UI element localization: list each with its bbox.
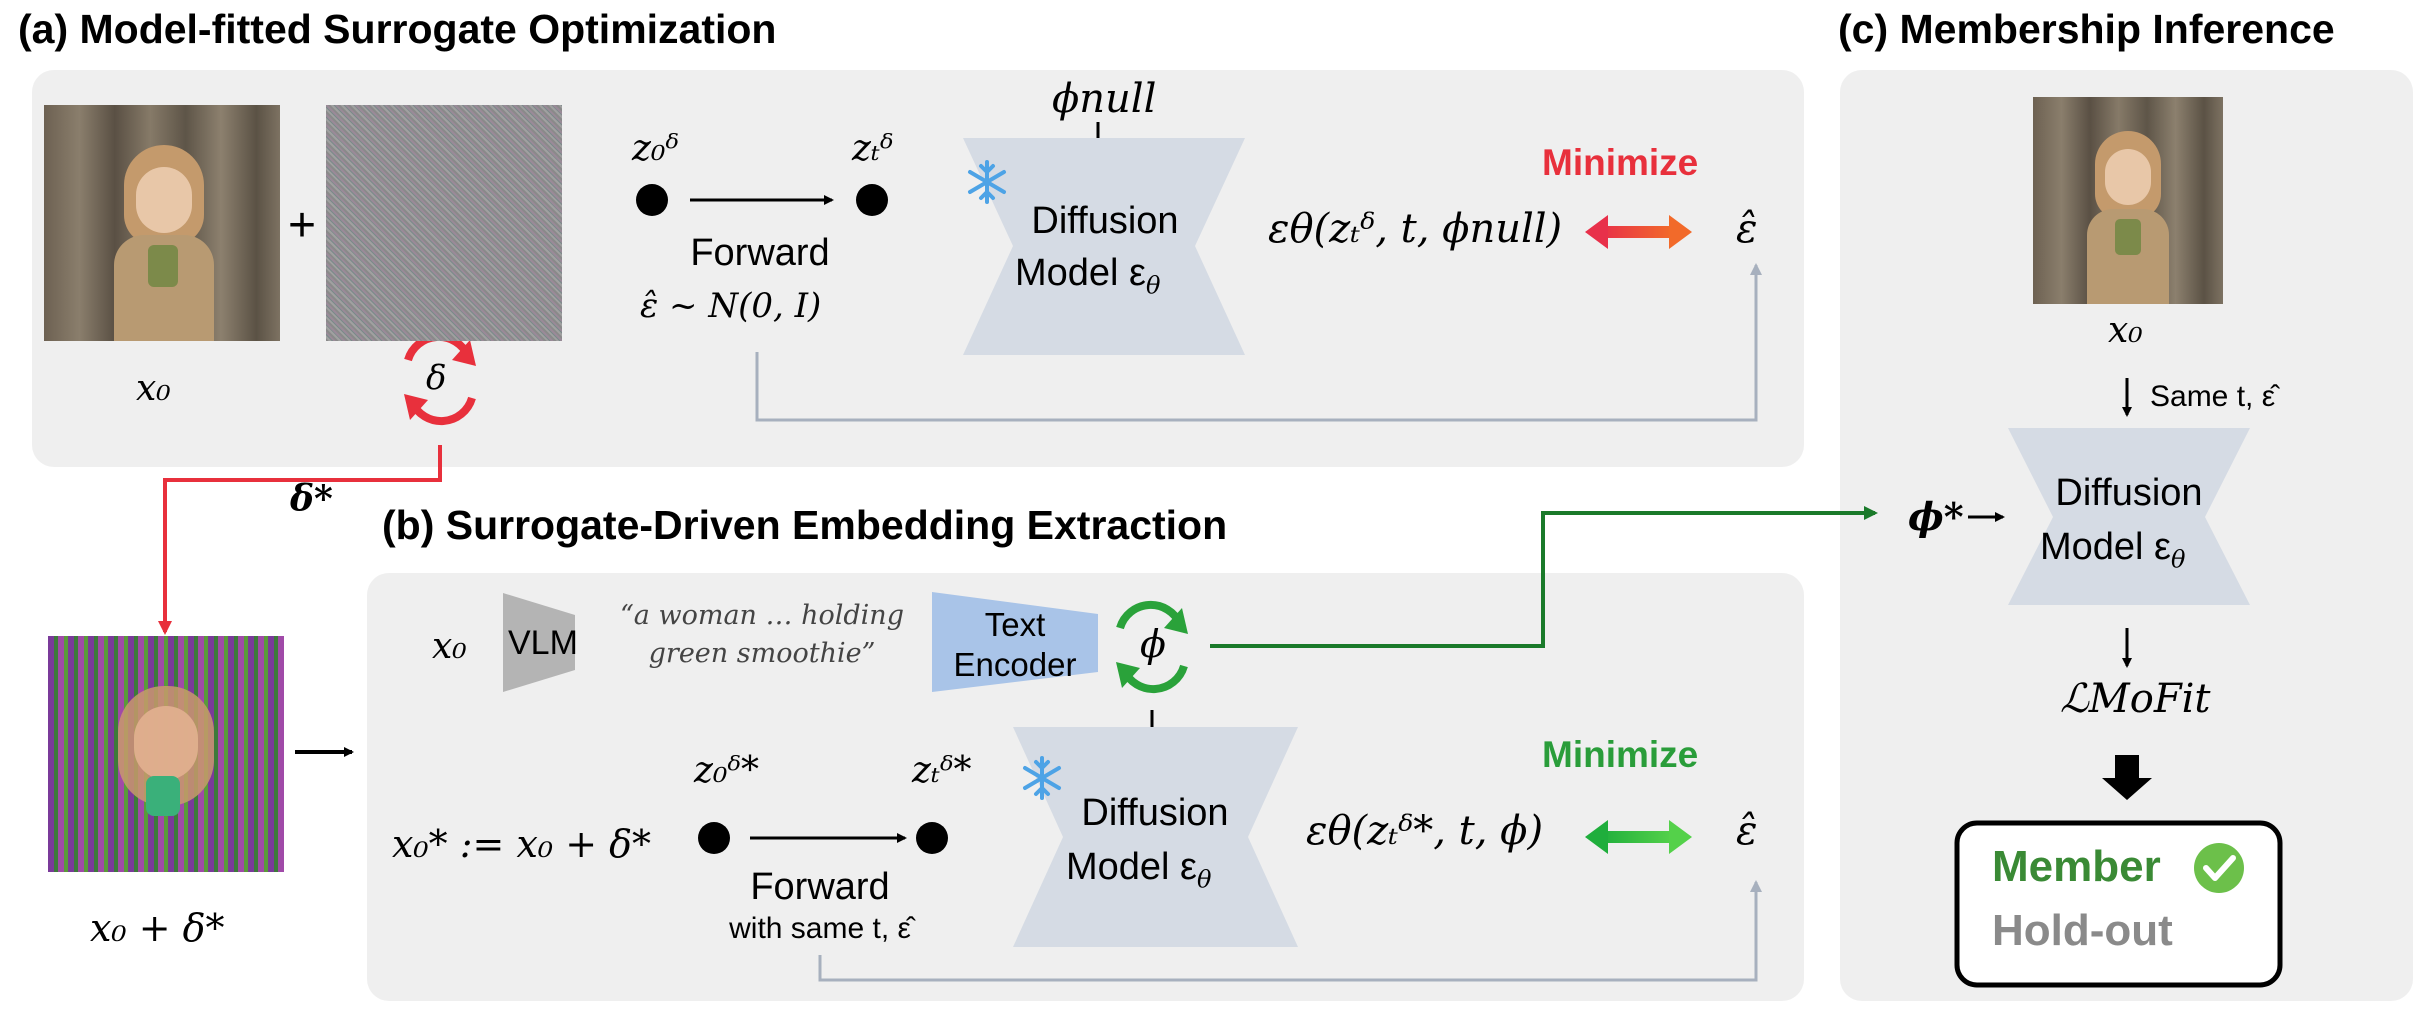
x0-label-c: x₀ [2108,310,2143,351]
holdout-label: Hold-out [1992,906,2173,955]
caption-line1: “a woman … holding [620,600,904,631]
z0-dot-b [698,822,730,854]
text-encoder-line2: Encoder [953,646,1077,683]
loss-label: ℒMoFit [2060,676,2211,722]
model-label-c-line1: Diffusion [2055,472,2203,514]
delta-symbol: δ [426,358,447,398]
z0-label-b: z₀ᵟ* [694,750,760,791]
forward-label-a: Forward [690,232,830,274]
minimize-label-b: Minimize [1542,734,1699,775]
panel-a-title: (a) Model-fitted Surrogate Optimization [18,6,777,52]
epsilon-expression-a: εθ(zₜᵟ, t, ϕnull) [1268,206,1563,252]
x0-star-definition: x₀* := x₀ + δ* [392,822,652,866]
zt-label-a: zₜᵟ [852,128,894,169]
same-label: Same t, ε̂ [2150,380,2276,413]
bold-down-arrow [2102,755,2152,800]
model-label-c-line2: Model εθ [2040,526,2185,574]
double-arrow-icon [1585,820,1692,854]
forward-sub-label-b: with same t, ε̂ [729,912,911,945]
text-encoder-shape [932,592,1098,692]
x0-label-a: x₀ [136,368,171,409]
x0-plus-delta-label: x₀ + δ* [90,906,225,950]
forward-label-b: Forward [750,866,890,908]
diffusion-model-shape-a [963,138,1245,355]
model-label-text: Model ε [2040,526,2171,568]
panel-c-title: (c) Membership Inference [1838,6,2335,52]
caption-line2: green smoothie” [648,638,876,669]
epsilon-hat-a: ε̂ [1736,206,1758,252]
check-circle-icon [2194,843,2244,893]
noise-image [326,105,562,341]
plus-sign: + [288,199,317,252]
zt-label-b: zₜᵟ* [912,750,972,791]
model-subscript: θ [1146,271,1161,300]
perturbed-image [48,636,284,872]
zt-dot-a [856,184,888,216]
vlm-label: VLM [508,624,578,662]
phi-null-label: ϕnull [1052,76,1157,122]
snowflake-icon [968,160,1006,204]
diffusion-model-shape-b [1013,727,1298,947]
model-subscript: θ [1197,865,1212,894]
model-subscript: θ [2171,545,2186,574]
delta-star-label: δ* [290,478,333,520]
member-label: Member [1992,842,2161,891]
model-label-b-line1: Diffusion [1081,792,1229,834]
panel-b-title: (b) Surrogate-Driven Embedding Extractio… [382,502,1228,548]
noise-dist-label: ε̂ ~ N(0, I) [640,286,822,326]
snowflake-icon [1023,756,1061,800]
model-label-a-line1: Diffusion [1031,200,1179,242]
zt-dot-b [916,822,948,854]
text-encoder-line1: Text [984,606,1046,643]
diffusion-model-shape-c [2008,428,2250,605]
phi-symbol: ϕ [1140,622,1166,666]
phi-star-label: ϕ* [1908,494,1964,539]
original-image [44,105,280,341]
vlm-shape [503,593,575,692]
feedback-arrow-a [755,263,1762,422]
epsilon-hat-b: ε̂ [1736,808,1758,854]
model-label-a-line2: Model εθ [1015,252,1160,300]
refresh-cycle-icon [1116,600,1188,694]
epsilon-expression-b: εθ(zₜᵟ*, t, ϕ) [1306,808,1544,854]
z0-label-a: z₀ᵟ [632,128,680,169]
delta-star-arrow [158,445,442,635]
x0-label-b: x₀ [432,626,467,667]
feedback-arrow-b [818,880,1762,982]
model-label-b-line2: Model εθ [1066,846,1211,894]
model-label-text: Model ε [1066,846,1197,888]
model-label-text: Model ε [1015,252,1146,294]
double-arrow-icon [1585,215,1692,249]
minimize-label-a: Minimize [1542,142,1699,183]
phi-star-arrow [1210,506,1878,648]
z0-dot-a [636,184,668,216]
query-image [2033,97,2223,304]
